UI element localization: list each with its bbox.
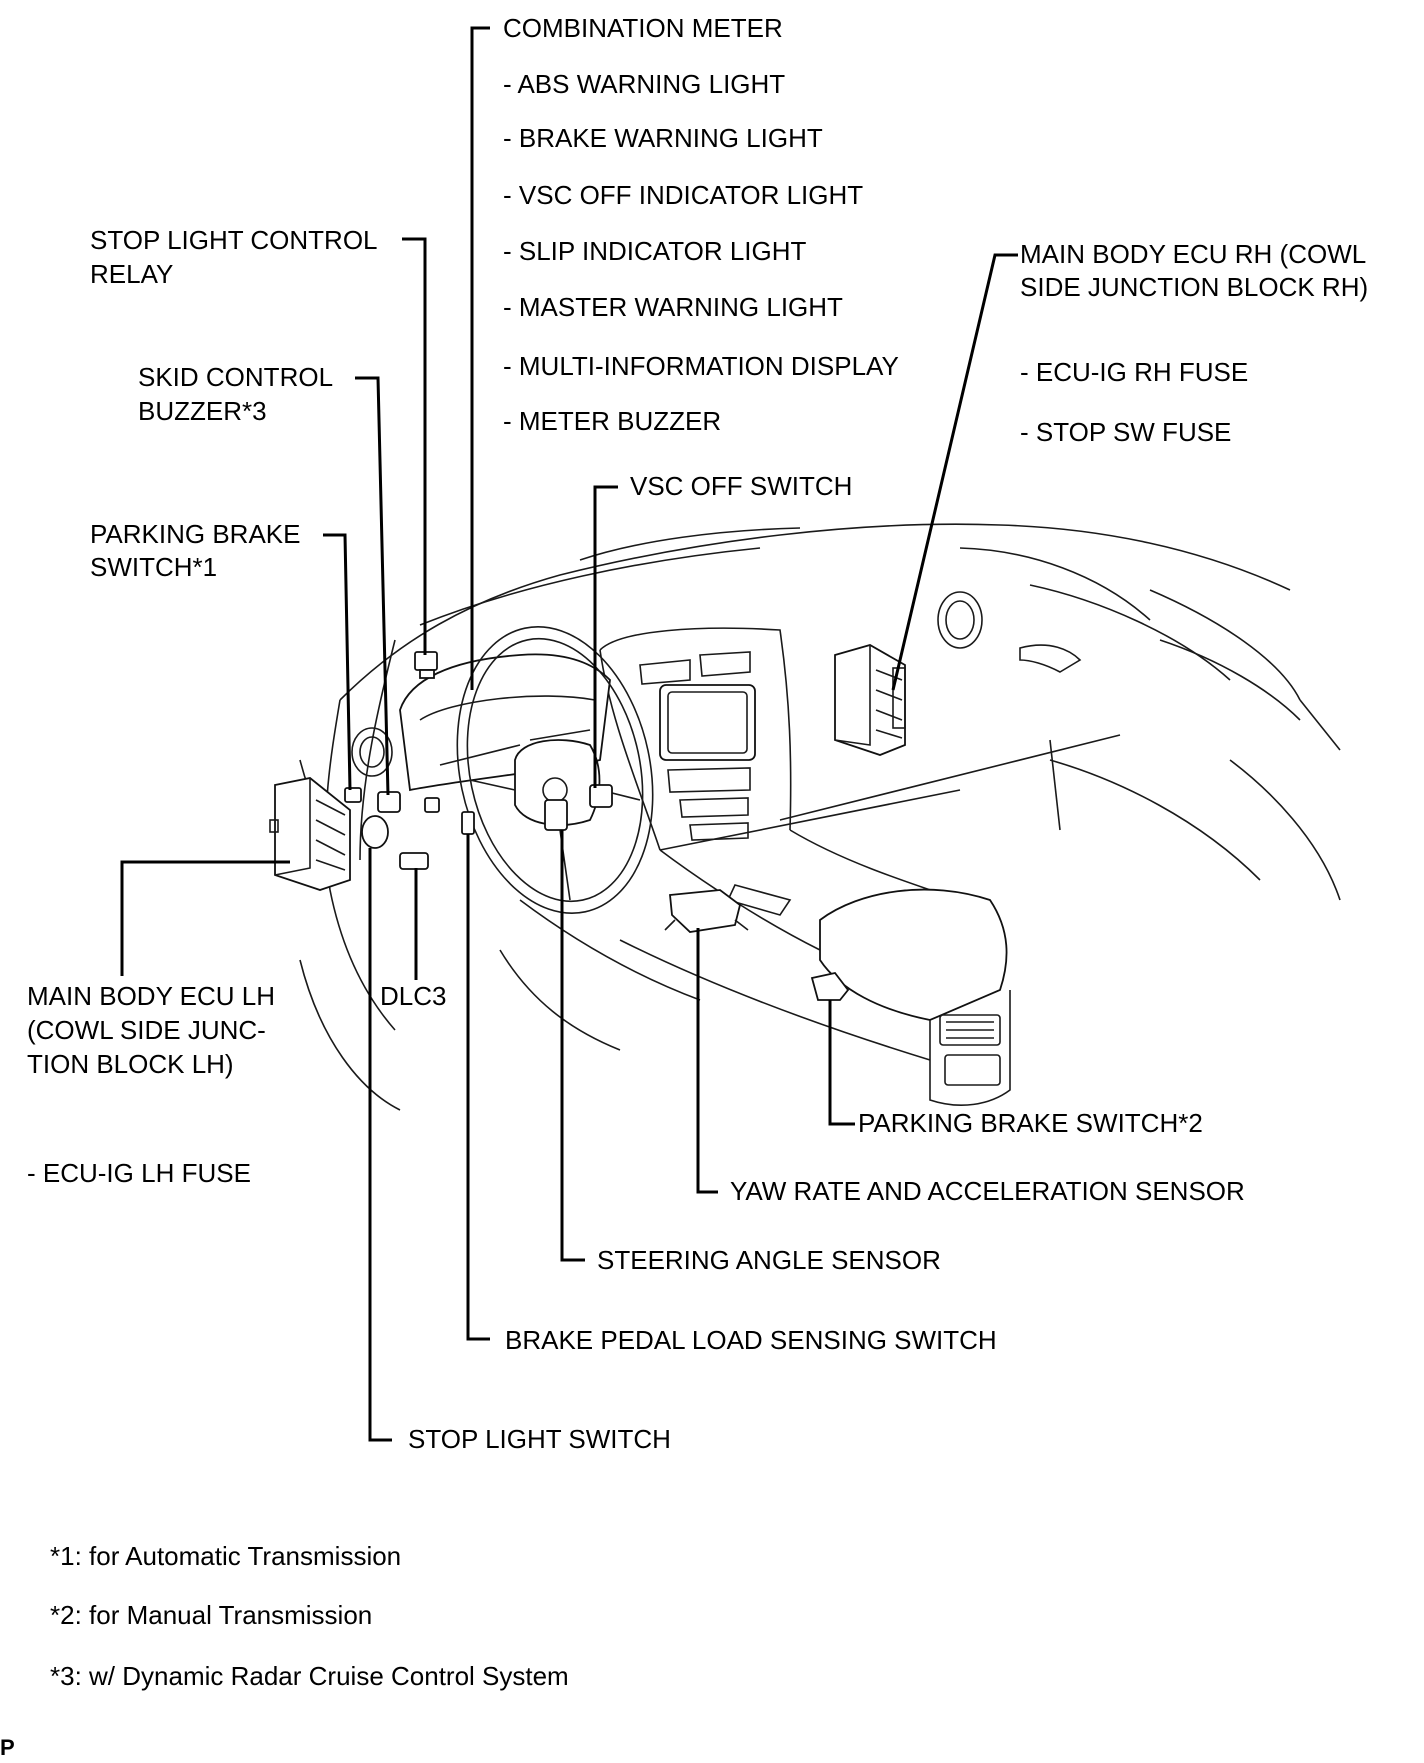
label-ecu-rh-1: MAIN BODY ECU RH (COWL: [1020, 239, 1366, 269]
label-skid-control-buzzer-2: BUZZER*3: [138, 396, 267, 426]
label-steering-angle-sensor: STEERING ANGLE SENSOR: [597, 1245, 941, 1275]
label-stop-light-control-relay-1: STOP LIGHT CONTROL: [90, 225, 378, 255]
label-ecu-rh-fuse-1: - ECU-IG RH FUSE: [1020, 357, 1248, 387]
labels: COMBINATION METER - ABS WARNING LIGHT - …: [0, 13, 1368, 1760]
leader-skid-control-buzzer: [355, 376, 390, 796]
footnote-2: *2: for Manual Transmission: [50, 1600, 372, 1630]
label-parking-brake-switch-2: PARKING BRAKE SWITCH*2: [858, 1108, 1203, 1138]
leader-lines: [120, 26, 1018, 1442]
label-stop-light-switch: STOP LIGHT SWITCH: [408, 1424, 671, 1454]
corner-mark: P: [0, 1735, 15, 1760]
meter-item-abs: - ABS WARNING LIGHT: [503, 69, 785, 99]
footnote-3: *3: w/ Dynamic Radar Cruise Control Syst…: [50, 1661, 569, 1691]
label-ecu-lh-1: MAIN BODY ECU LH: [27, 981, 275, 1011]
meter-item-multi-info: - MULTI-INFORMATION DISPLAY: [503, 351, 899, 381]
label-ecu-rh-2: SIDE JUNCTION BLOCK RH): [1020, 272, 1368, 302]
leader-stop-light-switch: [368, 848, 392, 1442]
label-skid-control-buzzer-1: SKID CONTROL: [138, 362, 333, 392]
meter-item-master: - MASTER WARNING LIGHT: [503, 292, 843, 322]
meter-item-buzzer: - METER BUZZER: [503, 406, 721, 436]
leader-ecu-lh: [120, 860, 290, 976]
leader-yaw-rate-sensor: [696, 928, 718, 1194]
dashboard-illustration: [269, 523, 1341, 1111]
label-dlc3: DLC3: [380, 981, 446, 1011]
leader-ecu-rh: [891, 253, 1018, 691]
leader-parking-brake-switch-2: [828, 1000, 855, 1126]
footnote-1: *1: for Automatic Transmission: [50, 1541, 401, 1571]
leader-steering-angle-sensor: [560, 830, 585, 1262]
label-parking-brake-switch-1-b: SWITCH*1: [90, 552, 217, 582]
label-ecu-lh-fuse: - ECU-IG LH FUSE: [27, 1158, 251, 1188]
leader-stop-light-control-relay: [402, 237, 427, 655]
meter-item-brake: - BRAKE WARNING LIGHT: [503, 123, 823, 153]
leader-combination-meter: [470, 26, 490, 690]
leader-vsc-off-switch: [593, 485, 618, 788]
label-ecu-rh-fuse-2: - STOP SW FUSE: [1020, 417, 1231, 447]
label-stop-light-control-relay-2: RELAY: [90, 259, 173, 289]
label-yaw-rate-sensor: YAW RATE AND ACCELERATION SENSOR: [730, 1176, 1245, 1206]
ecu-rh-part: [834, 644, 906, 756]
meter-item-slip: - SLIP INDICATOR LIGHT: [503, 236, 807, 266]
label-parking-brake-switch-1-a: PARKING BRAKE: [90, 519, 300, 549]
leader-brake-pedal-load-switch: [466, 834, 490, 1341]
label-combination-meter: COMBINATION METER: [503, 13, 783, 43]
ecu-lh-part: [269, 777, 351, 891]
label-ecu-lh-2: (COWL SIDE JUNC-: [27, 1015, 266, 1045]
leader-parking-brake-switch-1: [323, 533, 352, 791]
meter-item-vsc-off: - VSC OFF INDICATOR LIGHT: [503, 180, 863, 210]
label-brake-pedal-load-switch: BRAKE PEDAL LOAD SENSING SWITCH: [505, 1325, 997, 1355]
label-ecu-lh-3: TION BLOCK LH): [27, 1049, 234, 1079]
label-vsc-off-switch: VSC OFF SWITCH: [630, 471, 852, 501]
